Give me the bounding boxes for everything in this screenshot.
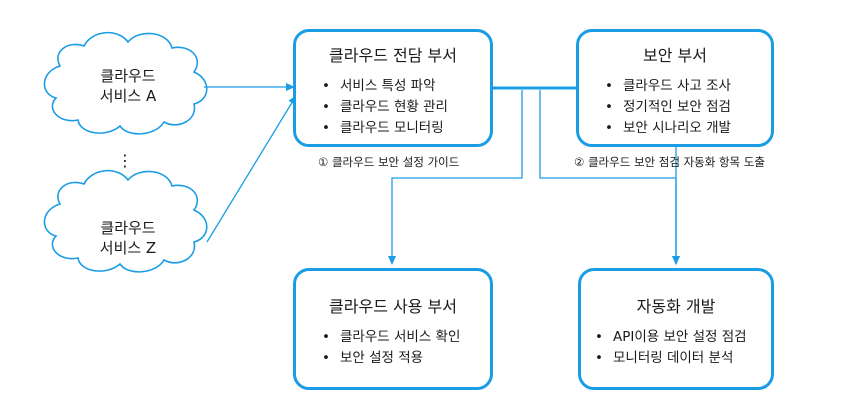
list-item: 서비스 특성 파악 <box>322 76 490 97</box>
arrow-cloud-z <box>206 95 297 243</box>
list-item: 클라우드 서비스 확인 <box>322 327 490 348</box>
list-item: 보안 설정 적용 <box>322 348 490 369</box>
list-item: 클라우드 현황 관리 <box>322 97 490 118</box>
list-item: API이용 보안 설정 점검 <box>595 327 771 348</box>
list-item: 정기적인 보안 점검 <box>605 97 771 118</box>
automation-list: API이용 보안 설정 점검 모니터링 데이터 분석 <box>581 327 771 369</box>
note-derive: ② 클라우드 보안 점검 자동화 항목 도출 <box>574 155 765 169</box>
ellipsis: ⋮ <box>117 151 133 170</box>
cloud-z-line2: 서비스 Z <box>99 239 157 257</box>
note-guide: ① 클라우드 보안 설정 가이드 <box>318 155 460 169</box>
cloud-shape-z <box>43 169 208 273</box>
automation-box: 자동화 개발 API이용 보안 설정 점검 모니터링 데이터 분석 <box>578 268 774 390</box>
security-dept-box: 보안 부서 클라우드 사고 조사 정기적인 보안 점검 보안 시나리오 개발 <box>576 29 774 147</box>
cloud-a-line2: 서비스 A <box>99 87 157 105</box>
cloud-a-line1: 클라우드 <box>100 67 156 85</box>
cloud-dept-box: 클라우드 전담 부서 서비스 특성 파악 클라우드 현황 관리 클라우드 모니터… <box>293 29 493 147</box>
list-item: 보안 시나리오 개발 <box>605 118 771 139</box>
security-dept-list: 클라우드 사고 조사 정기적인 보안 점검 보안 시나리오 개발 <box>579 76 771 139</box>
list-item: 클라우드 모니터링 <box>322 118 490 139</box>
usage-dept-list: 클라우드 서비스 확인 보안 설정 적용 <box>296 327 490 369</box>
list-item: 클라우드 사고 조사 <box>605 76 771 97</box>
cloud-shape-a <box>43 31 208 135</box>
cloud-dept-list: 서비스 특성 파악 클라우드 현황 관리 클라우드 모니터링 <box>296 76 490 139</box>
arrow-guide <box>388 90 523 265</box>
cloud-z-line1: 클라우드 <box>100 219 156 237</box>
cloud-service-a: 클라우드 서비스 A <box>76 66 180 106</box>
cloud-service-z: 클라우드 서비스 Z <box>76 218 180 258</box>
usage-dept-title: 클라우드 사용 부서 <box>329 297 457 316</box>
list-item: 모니터링 데이터 분석 <box>595 348 771 369</box>
automation-title: 자동화 개발 <box>636 297 716 316</box>
cloud-dept-title: 클라우드 전담 부서 <box>329 46 457 65</box>
security-dept-title: 보안 부서 <box>643 46 707 65</box>
usage-dept-box: 클라우드 사용 부서 클라우드 서비스 확인 보안 설정 적용 <box>293 268 493 390</box>
